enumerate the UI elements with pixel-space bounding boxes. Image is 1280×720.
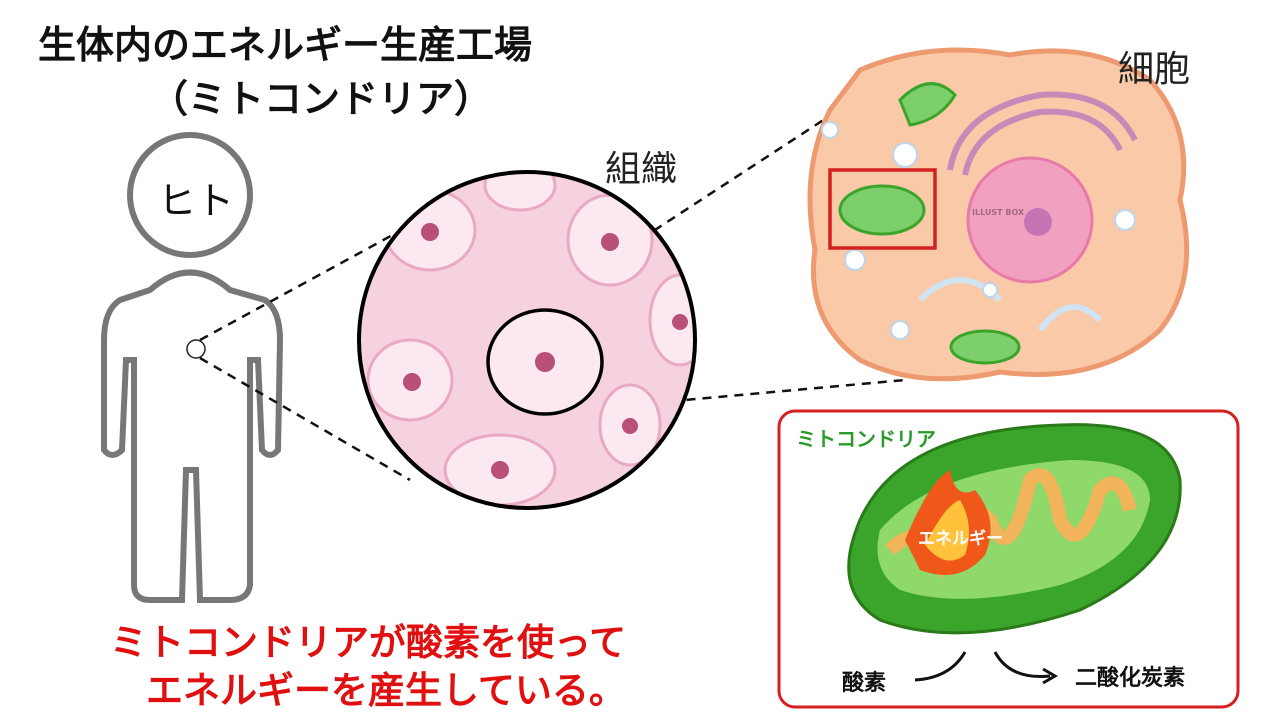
caption-line-2: エネルギーを産生している。 xyxy=(146,669,626,712)
title-line-1: 生体内のエネルギー生産工場 xyxy=(38,23,533,67)
mitochondria-title: ミトコンドリア xyxy=(796,427,936,451)
mitochondrion-illustration xyxy=(847,423,1182,685)
highlight-box xyxy=(828,168,937,250)
title-line-2: （ミトコンドリア） xyxy=(150,77,493,121)
caption-line-1: ミトコンドリアが酸素を使って xyxy=(110,621,627,664)
focus-point-marker xyxy=(186,339,206,359)
energy-label: エネルギー xyxy=(918,529,1003,549)
oxygen-label: 酸素 xyxy=(842,671,887,696)
cell-label: 細胞 xyxy=(1118,49,1191,90)
human-figure xyxy=(101,132,284,603)
tissue-label: 組織 xyxy=(605,149,678,190)
cell-illustration xyxy=(807,47,1190,382)
tissue-circle xyxy=(357,170,697,510)
carbon-dioxide-label: 二酸化炭素 xyxy=(1075,666,1186,691)
human-label: ヒト xyxy=(158,179,235,223)
watermark: ILLUST BOX xyxy=(972,208,1025,217)
